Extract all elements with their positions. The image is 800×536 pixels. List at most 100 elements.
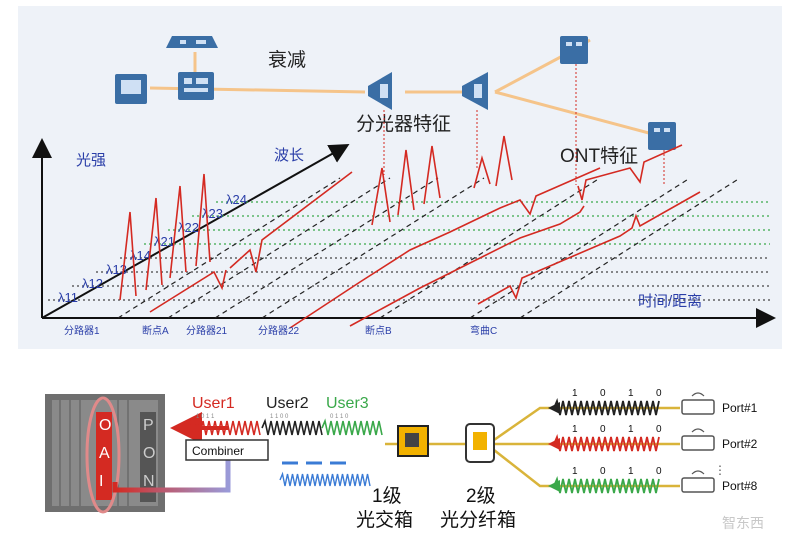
port-bit: 1	[628, 466, 634, 477]
port-signal-arrow	[548, 480, 560, 492]
port-bit: 0	[656, 466, 662, 477]
ont-icon	[648, 122, 676, 150]
splitter-icon	[368, 72, 392, 110]
user-waves: User1 1 0 1 1 User2 1 1 0 0 User3 0 1 1 0	[187, 395, 383, 436]
y-axis-label: 光强	[76, 152, 106, 169]
olt-port-letter: O	[99, 417, 111, 434]
wavelength-label: λ14	[130, 248, 151, 263]
x-marker-label: 断点A	[142, 324, 169, 337]
ont-router-icon	[681, 435, 715, 451]
port-bit: 1	[628, 388, 634, 399]
wifi-icon	[691, 392, 705, 397]
wifi-icon	[691, 428, 705, 433]
wavelength-label: λ21	[154, 234, 175, 249]
olt-device-icon	[178, 72, 214, 100]
port-label: Port#8	[722, 479, 758, 493]
guide-line	[469, 177, 691, 319]
port-bit: 0	[656, 424, 662, 435]
port-bit: 0	[600, 466, 606, 477]
olt-port-letter: I	[99, 473, 103, 490]
user-bits: 1 1 0 0	[270, 414, 289, 420]
port-bit: 0	[600, 388, 606, 399]
axes	[32, 138, 776, 328]
x-marker-label: 断点B	[365, 324, 392, 337]
guide-line	[519, 177, 741, 319]
combiner-label: Combiner	[192, 444, 244, 458]
x-axis-label: 时间/距离	[638, 293, 702, 310]
user-signal-wave	[261, 418, 323, 436]
x-marker-label: 分路器22	[258, 324, 300, 337]
level2-label-line1: 2级	[466, 485, 496, 507]
port-label: Port#1	[722, 401, 758, 415]
olt-port-letter: P	[143, 417, 154, 434]
otdr-diagram-panel	[18, 6, 782, 349]
port-bit: 1	[572, 466, 578, 477]
wavelength-axis-label: 波长	[274, 147, 304, 164]
port-bit: 0	[656, 388, 662, 399]
ont-router-icon	[681, 477, 715, 493]
port-signal-wave	[553, 434, 660, 452]
projection-lines	[383, 64, 665, 185]
x-marker-label: 弯曲C	[470, 324, 497, 337]
watermark: 智东西	[722, 515, 764, 531]
user-label: User2	[266, 395, 309, 412]
wavelength-label: λ12	[82, 276, 103, 291]
monitor-icon	[115, 74, 147, 104]
port-signal-arrow	[548, 402, 560, 414]
splitter-feature-label: 分光器特征	[356, 113, 451, 135]
router-icon	[166, 36, 218, 48]
guide-line	[214, 177, 439, 319]
user-label: User1	[192, 395, 235, 412]
user-label: User3	[326, 395, 369, 412]
user-bits: 1 0 1 1	[196, 414, 215, 420]
olt-port-letter: N	[143, 473, 155, 490]
level2-fiber-box-icon	[465, 423, 495, 463]
port-signal-wave	[553, 398, 660, 416]
port-bit: 0	[600, 424, 606, 435]
guide-line	[117, 177, 341, 319]
fiber-links	[385, 406, 680, 488]
user-signal-wave	[321, 418, 383, 436]
port-signal-arrow	[548, 438, 560, 450]
x-marker-label: 分路器1	[64, 324, 100, 337]
guide-line	[167, 177, 391, 319]
wavelength-label: λ13	[106, 262, 127, 277]
olt-port-letter: O	[143, 445, 155, 462]
user-bits: 0 1 1 0	[330, 414, 349, 420]
combiner-box	[185, 439, 269, 461]
level1-label-line1: 1级	[372, 485, 402, 507]
attenuation-label: 衰减	[268, 49, 306, 71]
return-path	[112, 458, 231, 493]
port-ellipsis: ⋮	[714, 463, 726, 477]
olt-port-letter: A	[99, 445, 110, 462]
topology	[115, 36, 676, 150]
x-marker-label: 分路器21	[186, 324, 228, 337]
wavelength-label: λ23	[202, 206, 223, 221]
otdr-traces	[119, 135, 701, 329]
level1-label-line2: 光交箱	[356, 509, 413, 531]
user-signal-wave	[187, 418, 261, 436]
wavelength-label: λ11	[58, 290, 78, 305]
wifi-icon	[691, 470, 705, 475]
guide-line	[261, 177, 485, 319]
port-label: Port#2	[722, 437, 758, 451]
wavelength-label: λ22	[178, 220, 199, 235]
ont-icon	[560, 36, 588, 64]
x-markers: 分路器1 断点A 分路器21 分路器22 断点B 弯曲C	[64, 324, 497, 337]
splitter-icon	[462, 72, 488, 110]
port-bit: 1	[628, 424, 634, 435]
level1-cross-connect-box-icon	[397, 425, 429, 457]
wavelength-baselines	[48, 177, 770, 319]
ont-feature-label: ONT特征	[560, 145, 638, 167]
wavelength-label: λ24	[226, 192, 247, 207]
port-bit: 1	[572, 388, 578, 399]
port-signal-wave	[553, 476, 660, 494]
downstream-wave	[279, 471, 371, 487]
guide-line	[379, 177, 601, 319]
level2-label-line2: 光分纤箱	[440, 509, 516, 531]
port-bit: 1	[572, 424, 578, 435]
